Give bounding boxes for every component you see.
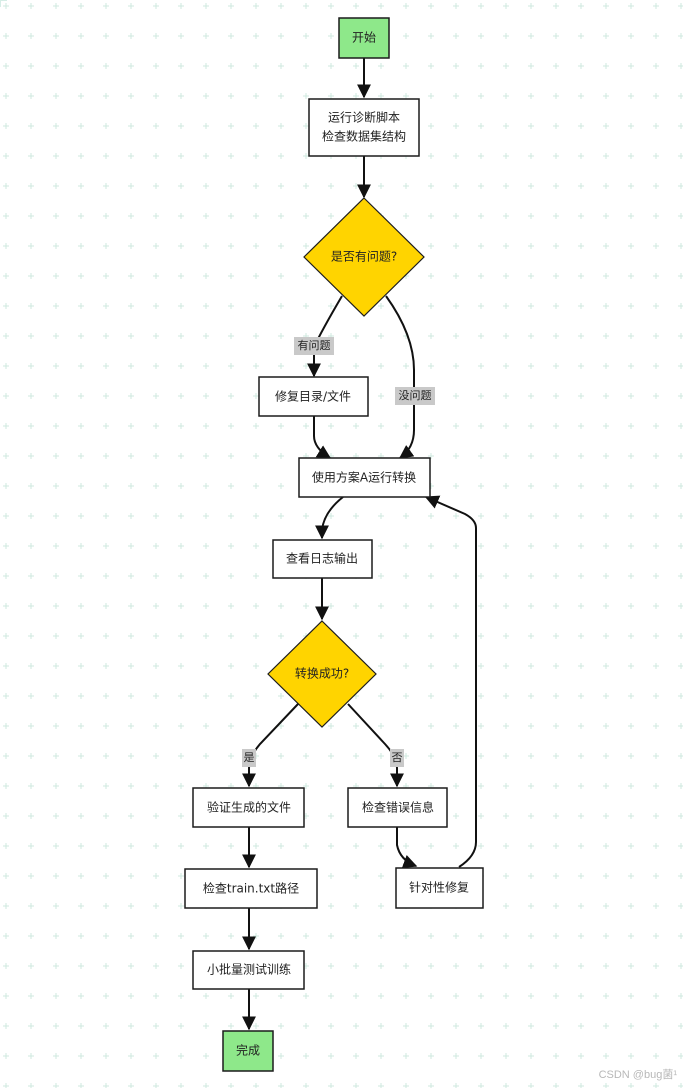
node-check-train-path: 检查train.txt路径 xyxy=(184,868,318,909)
node-small-batch-test: 小批量测试训练 xyxy=(192,950,305,990)
svg-text:小批量测试训练: 小批量测试训练 xyxy=(207,962,291,977)
edge-label-has-issue: 有问题 xyxy=(294,337,334,355)
node-check-log: 查看日志输出 xyxy=(272,539,373,579)
svg-text:是: 是 xyxy=(244,751,255,764)
watermark: CSDN @bug菌¹ xyxy=(598,1069,677,1081)
svg-text:查看日志输出: 查看日志输出 xyxy=(286,551,358,566)
svg-text:使用方案A运行转换: 使用方案A运行转换 xyxy=(312,470,416,485)
edge-label-no-issue: 没问题 xyxy=(395,387,435,405)
edge-fix-to-convert xyxy=(313,416,332,459)
node-targeted-fix: 针对性修复 xyxy=(395,867,484,909)
node-done: 完成 xyxy=(222,1030,274,1072)
edge-success-no xyxy=(347,703,404,788)
svg-text:是否有问题?: 是否有问题? xyxy=(331,250,397,264)
node-start: 开始 xyxy=(338,17,390,59)
svg-text:检查train.txt路径: 检查train.txt路径 xyxy=(203,881,299,896)
svg-text:检查数据集结构: 检查数据集结构 xyxy=(322,129,406,144)
svg-text:否: 否 xyxy=(392,751,403,764)
node-convert-plan-a: 使用方案A运行转换 xyxy=(298,457,431,498)
edge-convert-to-log xyxy=(315,496,344,540)
svg-text:检查错误信息: 检查错误信息 xyxy=(362,800,434,815)
svg-text:修复目录/文件: 修复目录/文件 xyxy=(275,389,351,404)
node-decision-convert-ok: 转换成功? xyxy=(267,620,377,728)
svg-text:针对性修复: 针对性修复 xyxy=(409,880,469,895)
node-fix-dir-files: 修复目录/文件 xyxy=(258,376,369,417)
node-decision-has-issue: 是否有问题? xyxy=(303,197,425,317)
svg-text:完成: 完成 xyxy=(236,1043,260,1058)
svg-text:没问题: 没问题 xyxy=(399,389,432,402)
edge-label-success-yes: 是 xyxy=(242,749,256,767)
node-verify-files: 验证生成的文件 xyxy=(192,787,305,828)
edge-fix-loop-back xyxy=(424,495,477,868)
node-run-diagnostics: 运行诊断脚本 检查数据集结构 xyxy=(308,98,420,157)
node-check-errors: 检查错误信息 xyxy=(347,787,448,828)
svg-text:验证生成的文件: 验证生成的文件 xyxy=(207,800,291,815)
svg-text:有问题: 有问题 xyxy=(298,338,331,352)
edge-label-success-no: 否 xyxy=(390,749,404,767)
svg-text:开始: 开始 xyxy=(352,31,376,45)
edge-errors-to-fix xyxy=(396,827,418,869)
edge-success-yes xyxy=(242,703,299,788)
svg-text:转换成功?: 转换成功? xyxy=(295,666,349,681)
edge-has-issue xyxy=(307,295,343,378)
edge-no-issue xyxy=(385,295,415,459)
svg-text:运行诊断脚本: 运行诊断脚本 xyxy=(328,110,400,125)
